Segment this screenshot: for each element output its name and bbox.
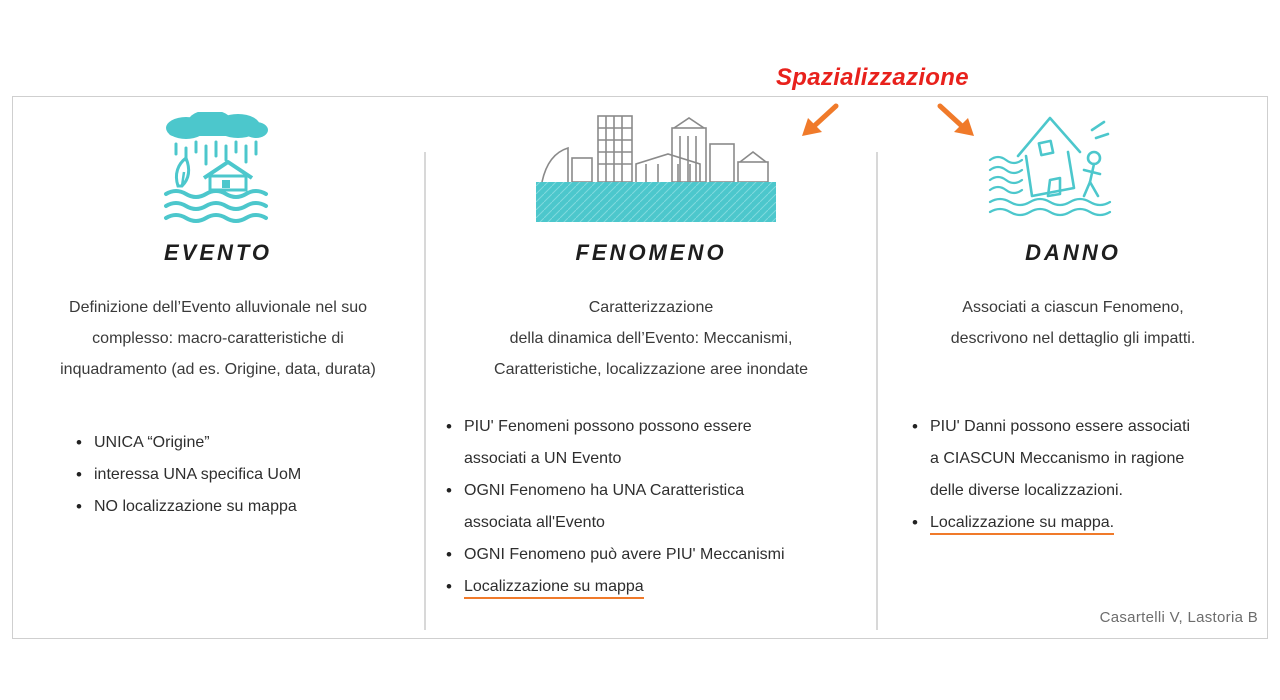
column-description-danno: Associati a ciascun Fenomeno, descrivono…	[878, 292, 1268, 354]
description-line: Definizione dell’Evento alluvionale nel …	[69, 299, 367, 316]
column-description-evento: Definizione dell’Evento alluvionale nel …	[12, 292, 424, 385]
list-item: PIU' Danni possono essere associati	[910, 411, 1190, 443]
arrow-right-icon	[937, 103, 974, 136]
spazializzazione-label: Spazializzazione	[776, 64, 969, 91]
column-danno: DANNO Associati a ciascun Fenomeno, desc…	[878, 0, 1268, 700]
list-item: UNICA “Origine”	[74, 427, 301, 459]
list-item: OGNI Fenomeno può avere PIU' Meccanismi	[444, 539, 785, 571]
list-item: Localizzazione su mappa.	[910, 507, 1190, 539]
flooded-city-icon	[536, 115, 776, 222]
column-description-fenomeno: Caratterizzazione della dinamica dell’Ev…	[426, 292, 876, 385]
description-line: Caratterizzazione	[588, 299, 714, 316]
description-line: complesso: macro-caratteristiche di	[92, 330, 344, 347]
column-title-fenomeno: FENOMENO	[575, 240, 727, 265]
description-line: inquadramento (ad es. Origine, data, dur…	[60, 361, 376, 378]
description-line: Caratteristiche, localizzazione aree ino…	[494, 361, 808, 378]
description-line: descrivono nel dettaglio gli impatti.	[950, 330, 1196, 347]
list-item-continuation: associati a UN Evento	[464, 450, 622, 467]
diagram-frame	[12, 96, 1268, 639]
list-item: OGNI Fenomeno ha UNA Caratteristica	[444, 475, 785, 507]
list-item: interessa UNA specifica UoM	[74, 459, 301, 491]
list-item-continuation: delle diverse localizzazioni.	[930, 482, 1123, 499]
map-localization-link: Localizzazione su mappa	[464, 578, 644, 599]
column-divider-left	[424, 152, 426, 630]
description-line: Associati a ciascun Fenomeno,	[962, 299, 1184, 316]
bullet-list-fenomeno: PIU' Fenomeni possono possono essere ass…	[444, 411, 785, 603]
list-item-continuation: a CIASCUN Meccanismo in ragione	[930, 450, 1185, 467]
column-evento: EVENTO Definizione dell’Evento alluviona…	[12, 0, 424, 700]
list-item: PIU' Fenomeni possono possono essere	[444, 411, 785, 443]
column-divider-right	[876, 152, 878, 630]
arrow-left-icon	[802, 103, 839, 136]
column-title-danno: DANNO	[1025, 240, 1121, 265]
column-title-evento: EVENTO	[163, 240, 273, 265]
bullet-list-evento: UNICA “Origine” interessa UNA specifica …	[74, 427, 301, 523]
author-credit: Casartelli V, Lastoria B	[1099, 609, 1258, 626]
description-line: della dinamica dell’Evento: Meccanismi,	[509, 330, 793, 347]
column-fenomeno: FENOMENO Caratterizzazione della dinamic…	[426, 0, 876, 700]
list-item: Localizzazione su mappa	[444, 571, 785, 603]
bullet-list-danno: PIU' Danni possono essere associati a CI…	[910, 411, 1190, 539]
flood-event-icon	[164, 112, 268, 223]
map-localization-link: Localizzazione su mappa.	[930, 514, 1115, 535]
list-item-continuation: associata all'Evento	[464, 514, 605, 531]
list-item: NO localizzazione su mappa	[74, 491, 301, 523]
damaged-house-icon	[988, 116, 1112, 217]
